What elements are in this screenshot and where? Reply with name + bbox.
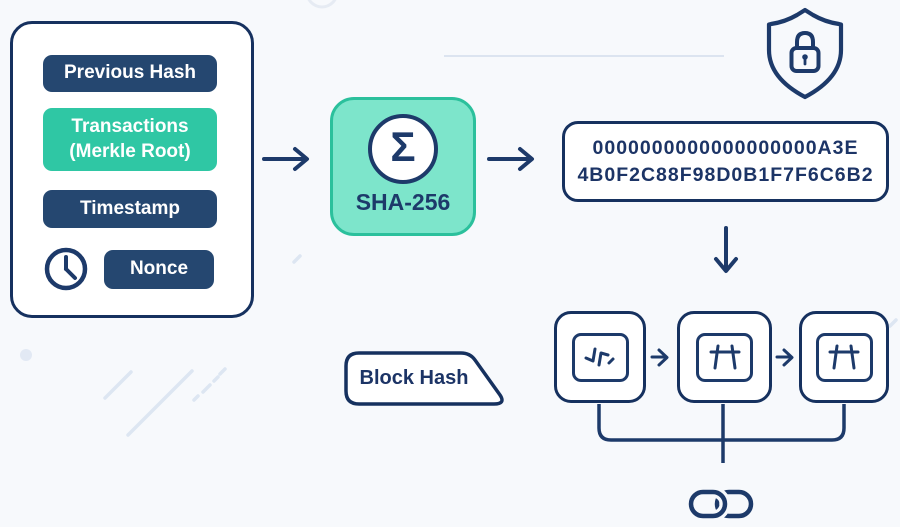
block-hash-tag: Block Hash xyxy=(342,350,512,410)
chain-block-2 xyxy=(677,311,772,403)
scrambled-hash-icon xyxy=(571,332,629,382)
chain-link-icon xyxy=(686,486,754,522)
block-hash-label: Block Hash xyxy=(359,366,469,389)
decor-dot xyxy=(20,349,32,361)
hash-rune-icon xyxy=(815,332,873,382)
arrow-header-to-sha xyxy=(262,147,309,171)
hash-output-box: 0000000000000000000A3E 4B0F2C88F98D0B1F7… xyxy=(562,121,889,202)
field-previous-hash: Previous Hash xyxy=(43,55,217,92)
hash-output-line1: 0000000000000000000A3E xyxy=(592,136,859,159)
field-transactions-merkle-root: Transactions (Merkle Root) xyxy=(43,108,217,171)
arrow-block2-to-block3 xyxy=(775,348,794,367)
chain-block-1 xyxy=(554,311,646,403)
sigma-symbol: Σ xyxy=(390,123,416,170)
sigma-circle-icon: Σ xyxy=(368,114,438,184)
blocks-bracket-connector xyxy=(597,404,846,463)
hash-rune-icon xyxy=(696,332,753,382)
sha256-label: SHA-256 xyxy=(355,189,451,215)
arrow-block1-to-block2 xyxy=(650,348,669,367)
shield-lock-icon xyxy=(766,7,844,100)
chain-block-3 xyxy=(799,311,889,403)
field-nonce: Nonce xyxy=(104,250,214,289)
arrow-hash-to-blocks xyxy=(714,226,738,273)
sha256-function-box: Σ SHA-256 xyxy=(330,97,476,236)
arrow-sha-to-hash xyxy=(487,147,534,171)
block-header-card: Previous Hash Transactions (Merkle Root)… xyxy=(10,21,254,318)
hash-output-line2: 4B0F2C88F98D0B1F7F6C6B2 xyxy=(577,163,874,186)
field-timestamp: Timestamp xyxy=(43,190,217,228)
clock-icon xyxy=(44,247,88,291)
decor-arc xyxy=(307,0,337,9)
